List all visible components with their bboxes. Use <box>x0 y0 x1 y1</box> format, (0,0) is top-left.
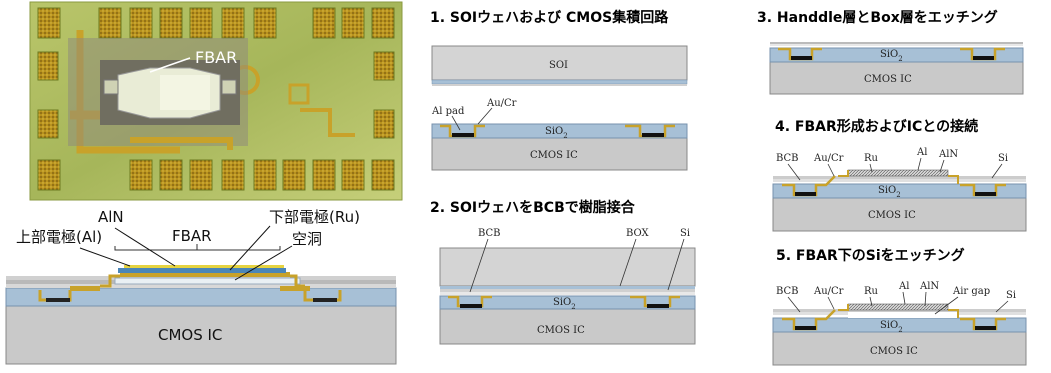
step-5-sio2-label: SiO2 <box>880 320 903 334</box>
step-5-airgap-label: Air gap <box>952 286 990 297</box>
step-1-title: 1. SOIウェハおよび CMOS集積回路 <box>430 9 669 26</box>
step-2-sio2-label: SiO2 <box>553 297 576 311</box>
xs-cmos-label: CMOS IC <box>158 326 222 344</box>
step-4-ru-label: Ru <box>864 153 879 164</box>
fbar-cross-section: FBAR AlN 上部電極(Al) 下部電極(Ru) 空洞 CMOS IC <box>5 208 397 365</box>
step-4-aln-label: AlN <box>938 149 958 160</box>
step-1-soi-label: SOI <box>549 60 568 71</box>
step-2: 2. SOIウェハをBCBで樹脂接合 SiO2 CMOS IC BCB BOX … <box>430 199 696 345</box>
photo-fbar-label: FBAR <box>195 48 237 67</box>
step-4-aucr-label: Au/Cr <box>813 153 844 164</box>
step-1-cmos-label: CMOS IC <box>530 150 578 161</box>
step-3-sio2-label: SiO2 <box>880 49 903 63</box>
step-5-aln-label: AlN <box>919 281 939 292</box>
xs-bottom-electrode-label: 下部電極(Ru) <box>269 208 360 226</box>
step-5-title: 5. FBAR下のSiをエッチング <box>776 247 965 264</box>
step-2-bcb-label: BCB <box>478 228 501 239</box>
step-5-ru-label: Ru <box>864 286 879 297</box>
xs-fbar-label: FBAR <box>172 227 212 245</box>
step-5-si-label: Si <box>1006 290 1016 301</box>
xs-cavity-label: 空洞 <box>292 230 322 248</box>
step-3-title: 3. Handdle層とBox層をエッチング <box>757 9 998 26</box>
step-1-aucr-label: Au/Cr <box>486 98 517 109</box>
step-1-sio2-label: SiO2 <box>545 126 568 140</box>
step-4-cmos-label: CMOS IC <box>868 210 916 221</box>
xs-top-electrode-label: 上部電極(Al) <box>16 228 102 246</box>
step-4-al-label: Al <box>916 147 927 158</box>
step-2-si-label: Si <box>680 228 690 239</box>
step-4-title: 4. FBAR形成およびICとの接続 <box>775 118 978 135</box>
step-3: 3. Handdle層とBox層をエッチング SiO2 CMOS IC <box>757 9 1024 95</box>
step-2-box-label: BOX <box>626 228 650 239</box>
chip-photo: FBAR <box>29 1 403 201</box>
step-4-bcb-label: BCB <box>776 153 799 164</box>
step-5-bcb-label: BCB <box>776 286 799 297</box>
step-4-sio2-label: SiO2 <box>878 185 901 199</box>
step-5: 5. FBAR下のSiをエッチング SiO2 CMOS IC BCB Au/Cr… <box>772 247 1027 366</box>
step-4-si-label: Si <box>998 153 1008 164</box>
step-1-al-pad-label: Al pad <box>431 106 465 117</box>
step-4: 4. FBAR形成およびICとの接続 SiO2 CMOS IC BCB Au/C… <box>772 118 1027 232</box>
step-5-aucr-label: Au/Cr <box>813 286 844 297</box>
step-5-al-label: Al <box>898 281 909 292</box>
step-3-cmos-label: CMOS IC <box>864 74 912 85</box>
step-5-cmos-label: CMOS IC <box>870 346 918 357</box>
step-2-title: 2. SOIウェハをBCBで樹脂接合 <box>430 199 636 216</box>
bond-pads-bottom <box>37 159 395 191</box>
step-1: 1. SOIウェハおよび CMOS集積回路 SOI SiO2 CMOS IC A… <box>430 9 688 171</box>
xs-aln-label: AlN <box>98 208 124 226</box>
step-2-cmos-label: CMOS IC <box>537 325 585 336</box>
bond-pads-top <box>37 7 395 39</box>
